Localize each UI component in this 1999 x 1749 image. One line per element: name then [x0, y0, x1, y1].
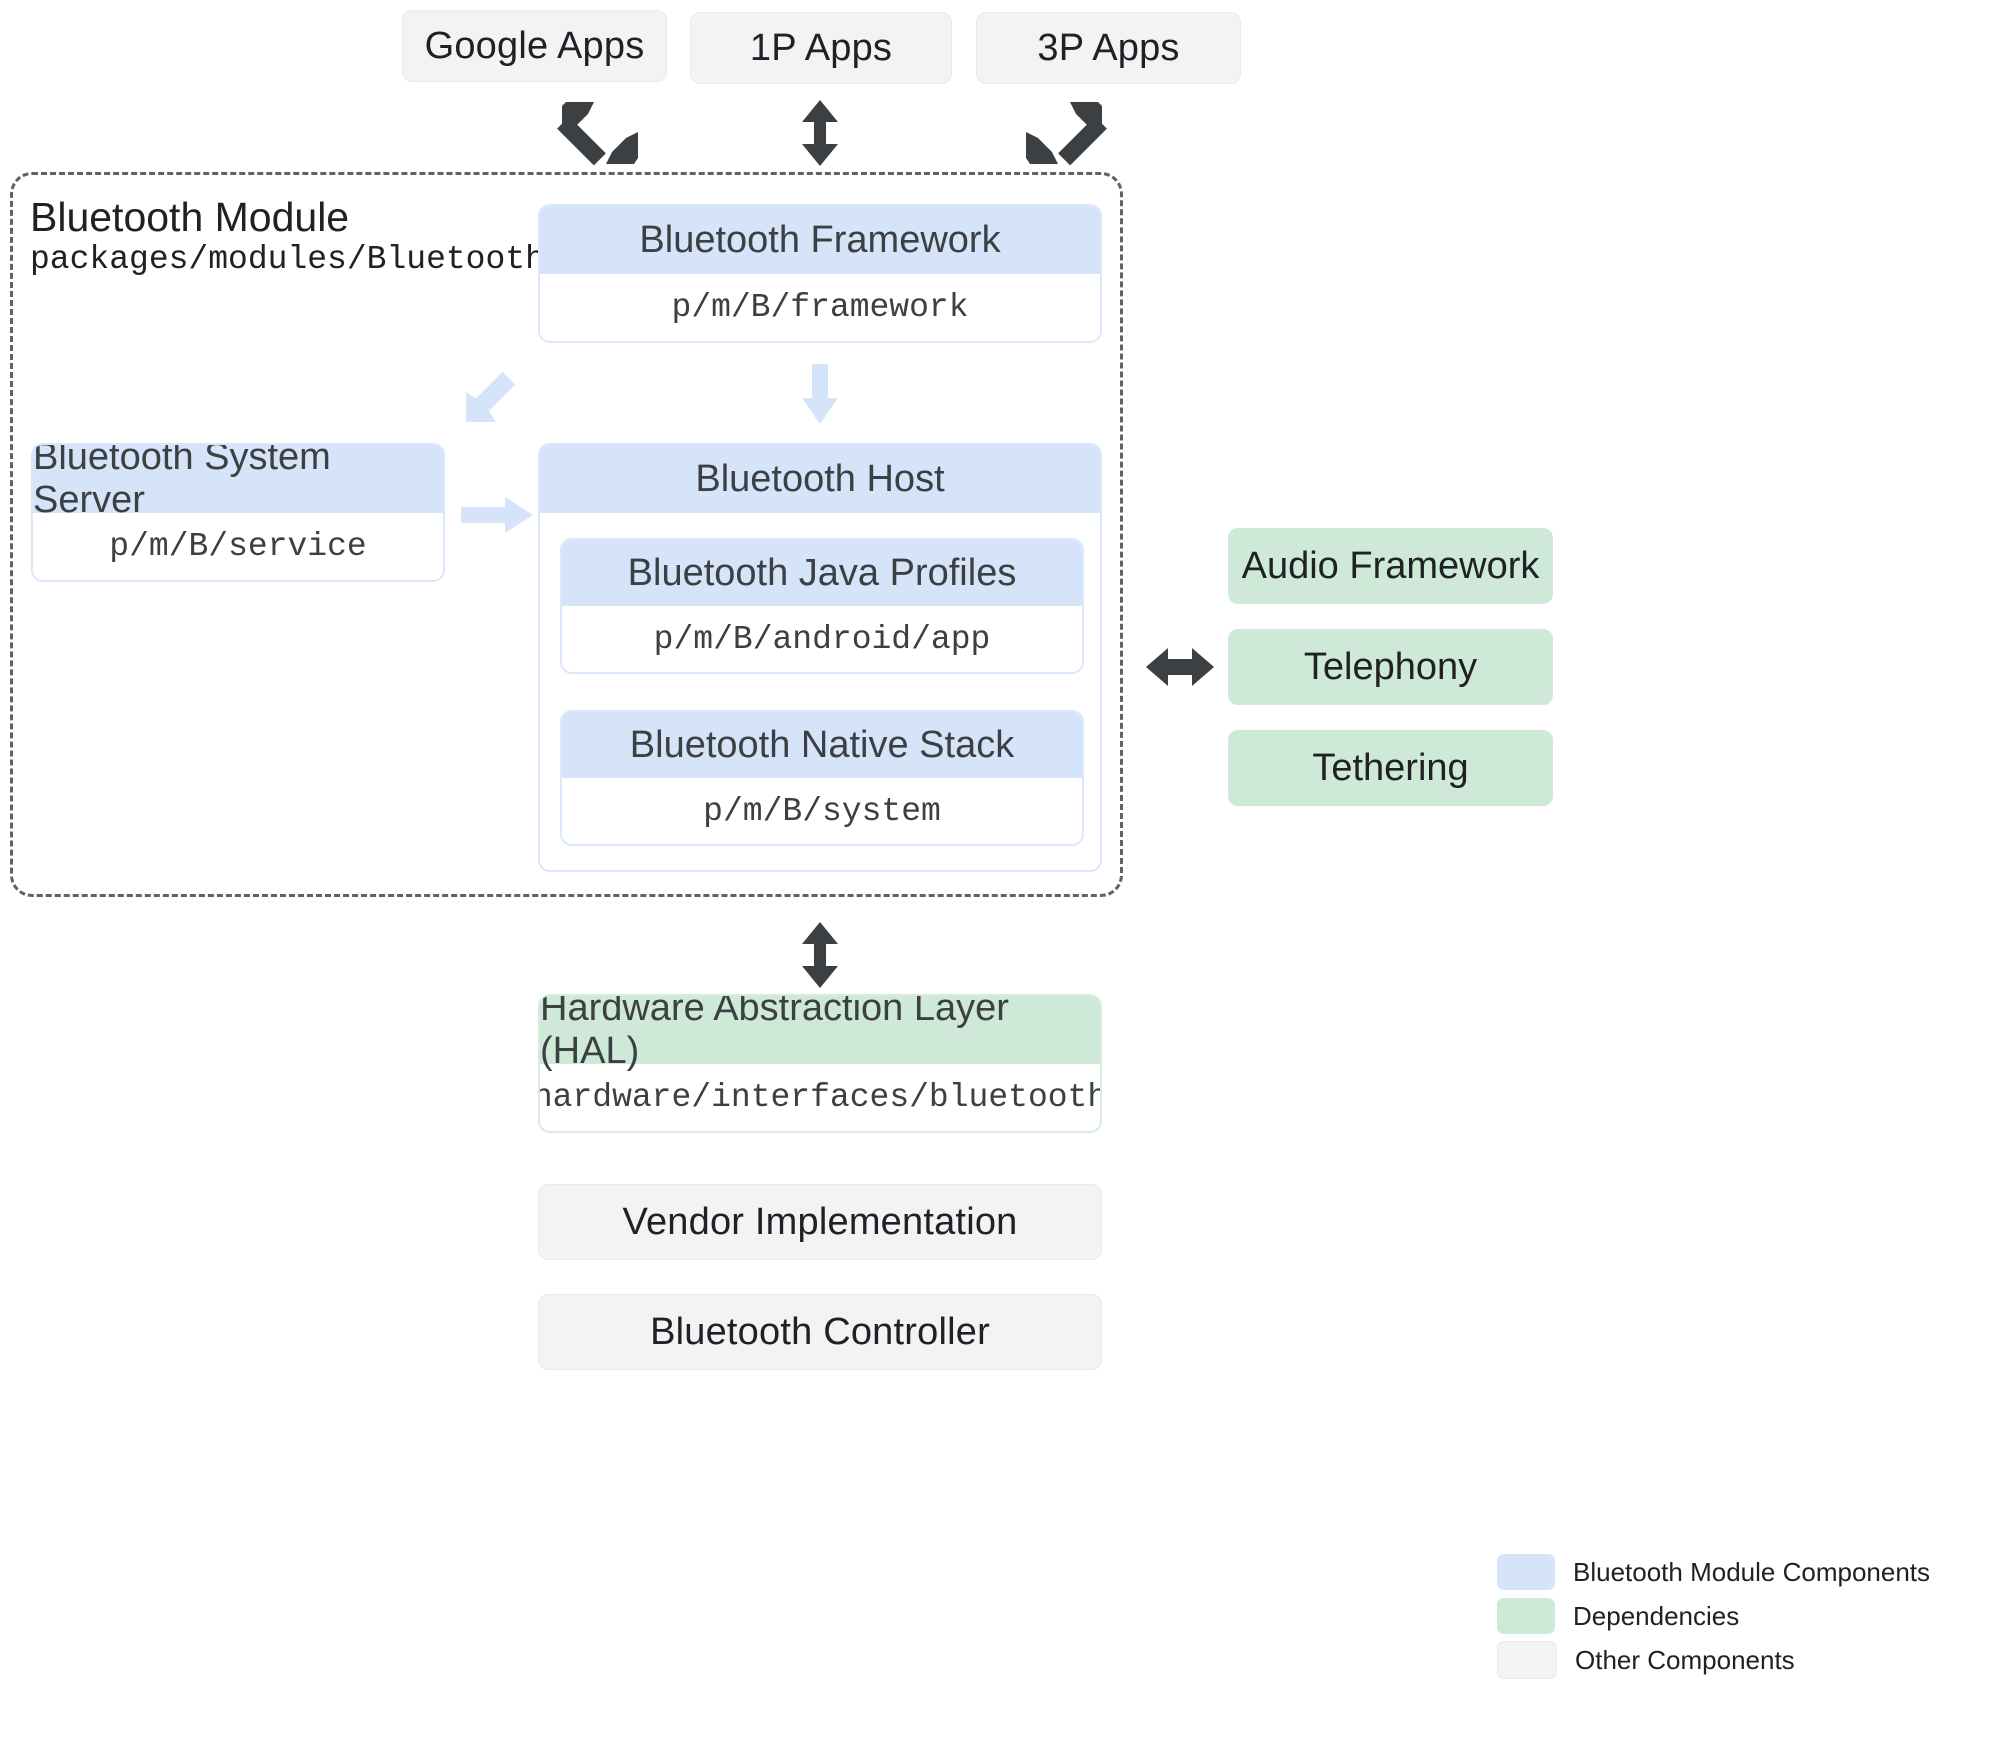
card-bluetooth-system-server[interactable]: Bluetooth System Server p/m/B/service — [31, 443, 445, 582]
dependency-box-audio-framework[interactable]: Audio Framework — [1228, 528, 1553, 604]
legend-item-other-components: Other Components — [1497, 1638, 1937, 1682]
card-bluetooth-native-stack[interactable]: Bluetooth Native Stack p/m/B/system — [560, 710, 1084, 846]
card-bluetooth-host[interactable]: Bluetooth Host Bluetooth Java Profiles p… — [538, 443, 1102, 872]
dependency-label: Tethering — [1312, 746, 1469, 789]
box-label: Vendor Implementation — [622, 1200, 1018, 1243]
legend-label: Other Components — [1575, 1644, 1795, 1675]
app-box-google-apps[interactable]: Google Apps — [402, 10, 667, 82]
card-title: Hardware Abstraction Layer (HAL) — [540, 996, 1100, 1072]
card-path: p/m/B/framework — [540, 274, 1100, 341]
legend-label: Dependencies — [1573, 1600, 1740, 1631]
card-title: Bluetooth Native Stack — [562, 712, 1082, 778]
card-title: Bluetooth Framework — [540, 206, 1100, 274]
card-title: Bluetooth Host — [540, 445, 1100, 513]
dependency-box-telephony[interactable]: Telephony — [1228, 629, 1553, 705]
module-title-group: Bluetooth Module packages/modules/Blueto… — [30, 194, 545, 278]
card-path: hardware/interfaces/bluetooth — [540, 1064, 1100, 1131]
box-label: Bluetooth Controller — [650, 1310, 990, 1353]
legend-swatch-green — [1497, 1598, 1555, 1634]
legend-label: Bluetooth Module Components — [1573, 1556, 1931, 1587]
app-box-1p-apps[interactable]: 1P Apps — [690, 12, 952, 84]
app-box-label: 1P Apps — [749, 26, 893, 69]
arrow-google-apps-bidirectional-icon — [557, 102, 638, 166]
arrow-module-to-hal-bidirectional-icon — [802, 922, 838, 988]
legend-item-dependencies: Dependencies — [1497, 1594, 1937, 1638]
module-title: Bluetooth Module — [30, 194, 350, 240]
card-bluetooth-framework[interactable]: Bluetooth Framework p/m/B/framework — [538, 204, 1102, 343]
module-path: packages/modules/Bluetooth — [30, 241, 545, 278]
arrow-framework-to-host-icon — [802, 364, 838, 424]
card-path: p/m/B/android/app — [562, 606, 1082, 672]
card-path: p/m/B/service — [33, 513, 443, 580]
app-box-3p-apps[interactable]: 3P Apps — [976, 12, 1241, 84]
arrow-framework-to-system-server-icon — [466, 371, 516, 422]
arrow-host-to-dependencies-bidirectional-icon — [1146, 648, 1214, 686]
dependency-label: Telephony — [1303, 645, 1478, 688]
app-box-label: Google Apps — [424, 24, 645, 67]
arrow-system-server-to-host-icon — [461, 497, 533, 533]
arrow-3p-apps-bidirectional-icon — [1026, 102, 1107, 166]
legend: Bluetooth Module Components Dependencies… — [1497, 1550, 1937, 1682]
card-hardware-abstraction-layer[interactable]: Hardware Abstraction Layer (HAL) hardwar… — [538, 994, 1102, 1133]
dependency-label: Audio Framework — [1241, 544, 1540, 587]
legend-item-module-components: Bluetooth Module Components — [1497, 1550, 1937, 1594]
card-bluetooth-java-profiles[interactable]: Bluetooth Java Profiles p/m/B/android/ap… — [560, 538, 1084, 674]
card-title: Bluetooth System Server — [33, 445, 443, 521]
card-title: Bluetooth Java Profiles — [562, 540, 1082, 606]
card-path: p/m/B/system — [562, 778, 1082, 844]
dependency-box-tethering[interactable]: Tethering — [1228, 730, 1553, 806]
legend-swatch-blue — [1497, 1554, 1555, 1590]
app-box-label: 3P Apps — [1037, 26, 1180, 69]
box-bluetooth-controller[interactable]: Bluetooth Controller — [538, 1294, 1102, 1370]
box-vendor-implementation[interactable]: Vendor Implementation — [538, 1184, 1102, 1260]
legend-swatch-gray — [1497, 1641, 1557, 1679]
bluetooth-module-frame — [10, 172, 1123, 897]
arrow-1p-apps-bidirectional-icon — [802, 100, 838, 166]
